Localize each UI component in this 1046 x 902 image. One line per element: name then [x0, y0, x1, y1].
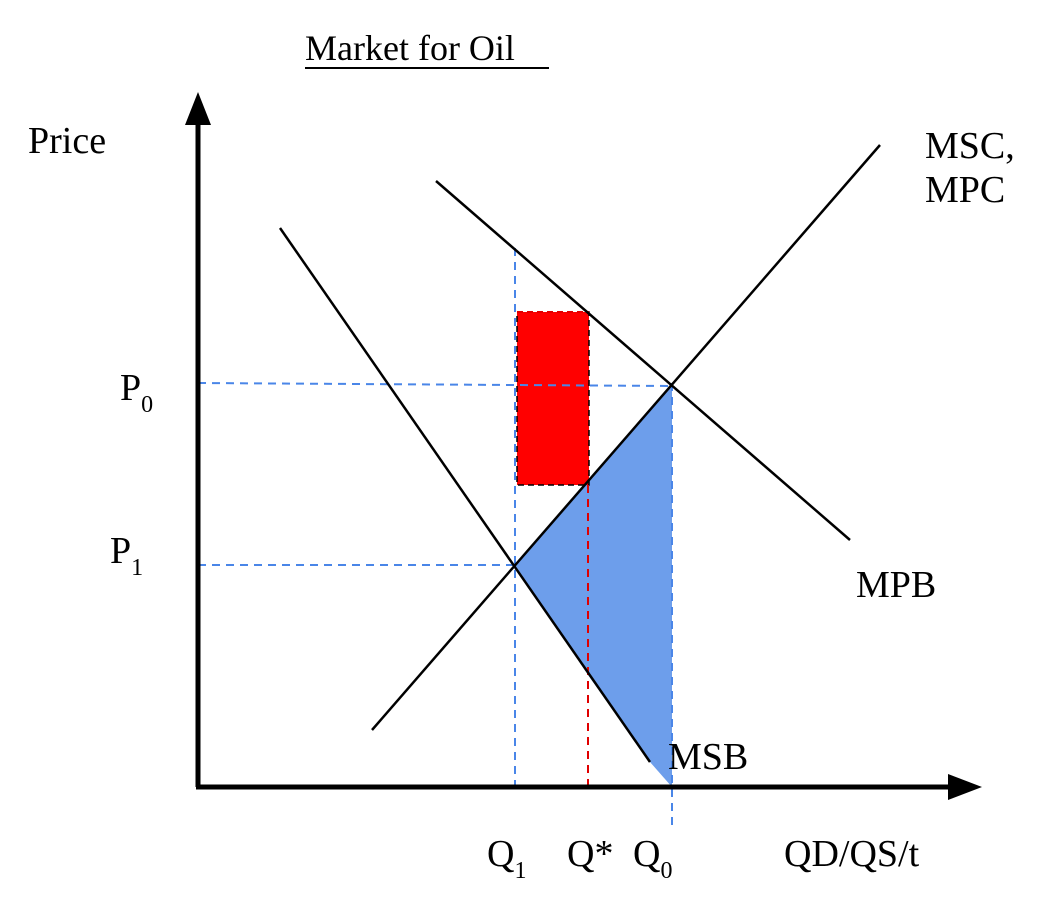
y-axis-label: Price	[28, 120, 106, 162]
quantity-qstar-label: Q*	[567, 833, 613, 875]
mpb-label: MPB	[856, 564, 936, 606]
price-p1-label: P1	[110, 530, 143, 581]
x-axis-arrowhead	[948, 774, 982, 800]
supply-curve-msc-mpc	[371, 144, 881, 731]
supply-label-line2: MPC	[925, 169, 1005, 211]
demand-curve-msb	[278, 227, 652, 763]
tax-revenue-rect	[516, 311, 590, 486]
deadweight-loss-area	[515, 383, 672, 787]
x-axis-label: QD/QS/t	[784, 833, 920, 875]
price-p0-label: P0	[120, 367, 153, 418]
y-axis-arrowhead	[185, 92, 211, 125]
supply-label-line1: MSC,	[925, 125, 1015, 167]
demand-curve-mpb	[435, 180, 851, 541]
quantity-q0-label: Q0	[633, 833, 672, 884]
msb-label: MSB	[668, 736, 748, 778]
quantity-q1-label: Q1	[487, 833, 526, 884]
diagram-title: Market for Oil	[305, 28, 515, 68]
p0-guide-line	[197, 382, 673, 387]
